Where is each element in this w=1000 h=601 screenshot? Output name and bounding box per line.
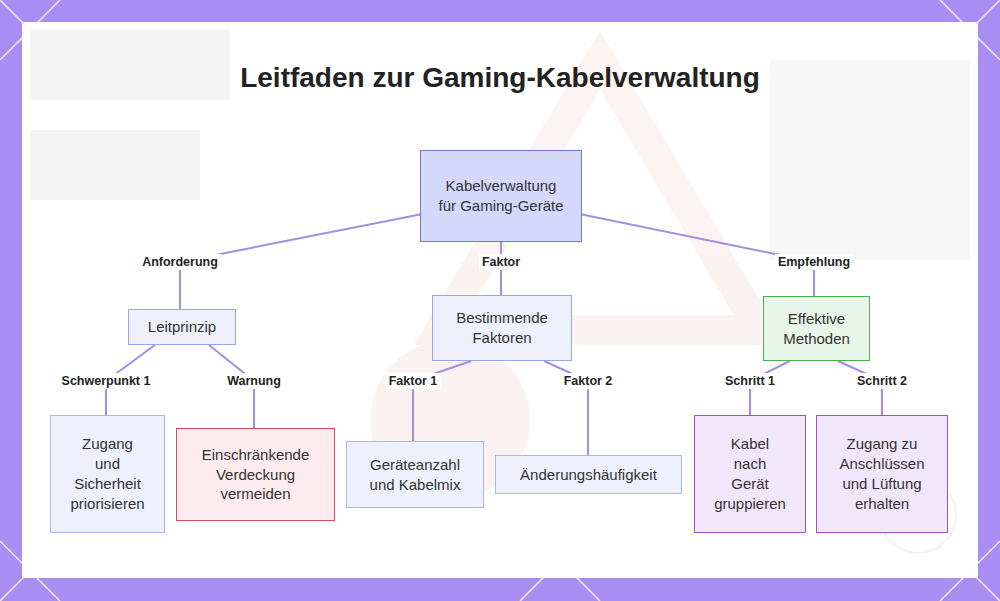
warning-box: Einschränkende Verdeckung vermeiden xyxy=(176,428,335,521)
node-label: Kabel nach Gerät gruppieren xyxy=(714,434,786,514)
node-label: Einschränkende Verdeckung vermeiden xyxy=(189,445,322,505)
edge-label: Warnung xyxy=(224,373,284,389)
edge-label: Schritt 2 xyxy=(854,373,910,389)
leaf-box: Änderungshäufigkeit xyxy=(495,455,682,494)
node-label: Bestimmende Faktoren xyxy=(443,308,561,348)
leaf-box: Geräteanzahl und Kabelmix xyxy=(346,441,484,508)
node-label: Geräteanzahl und Kabelmix xyxy=(361,455,469,495)
edge-label: Schwerpunkt 1 xyxy=(59,373,154,389)
edge-label: Faktor 1 xyxy=(386,373,441,389)
node-label: Zugang zu Anschlüssen und Lüftung erhalt… xyxy=(825,434,939,514)
category-box: Effektive Methoden xyxy=(763,296,870,361)
node-label: Leitprinzip xyxy=(148,317,216,337)
node-label: Kabelverwaltung für Gaming-Geräte xyxy=(435,176,567,216)
edge-label: Empfehlung xyxy=(775,254,853,270)
root-box: Kabelverwaltung für Gaming-Geräte xyxy=(420,150,582,242)
category-box: Leitprinzip xyxy=(128,309,236,345)
edge-label: Schritt 1 xyxy=(722,373,778,389)
node-label: Effektive Methoden xyxy=(774,309,859,349)
edge-label: Faktor xyxy=(479,254,523,270)
method-box: Kabel nach Gerät gruppieren xyxy=(694,415,806,533)
method-box: Zugang zu Anschlüssen und Lüftung erhalt… xyxy=(816,415,948,533)
leaf-box: Zugang und Sicherheit priorisieren xyxy=(50,415,165,533)
node-label: Zugang und Sicherheit priorisieren xyxy=(69,434,146,514)
category-box: Bestimmende Faktoren xyxy=(432,295,572,361)
edge-label: Anforderung xyxy=(139,254,221,270)
node-label: Änderungshäufigkeit xyxy=(520,465,657,485)
diagram-title: Leitfaden zur Gaming-Kabelverwaltung xyxy=(0,62,1000,94)
edge-label: Faktor 2 xyxy=(561,373,616,389)
white-panel xyxy=(22,22,978,578)
